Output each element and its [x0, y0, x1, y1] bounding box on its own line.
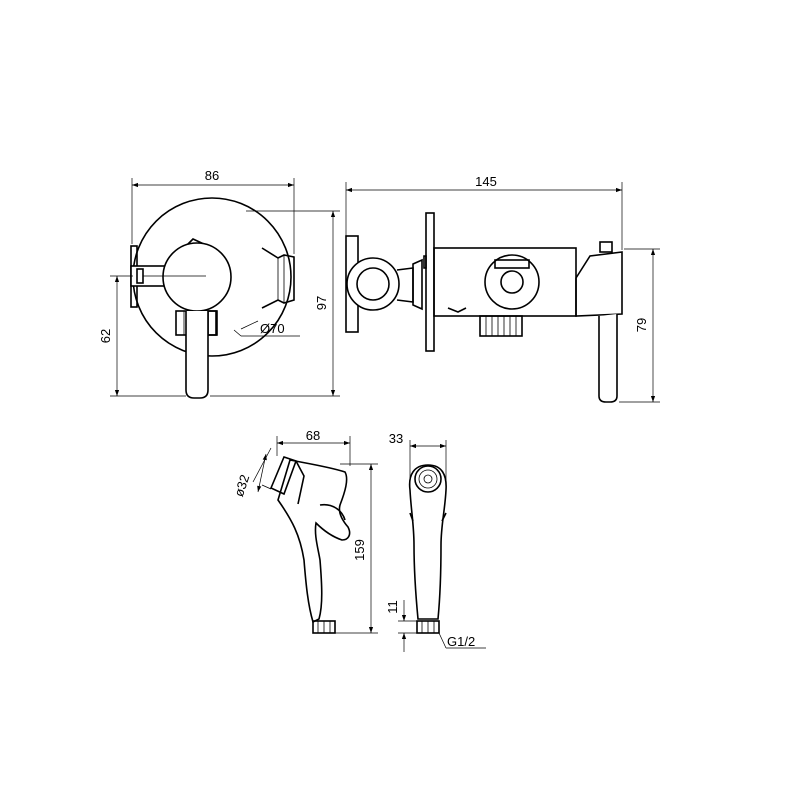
dim-plate-diameter: Ø70	[260, 321, 285, 336]
handle-ring	[346, 257, 400, 311]
dim-spray-width: 33	[389, 431, 403, 446]
side-lever-head	[575, 251, 623, 317]
side-lever-handle	[598, 314, 618, 403]
dim-front-lower: 62	[98, 329, 113, 343]
dim-spray-head-diameter: ø32	[231, 473, 252, 499]
dim-spray-thread-length: 11	[385, 600, 400, 614]
lever-handle	[185, 311, 209, 399]
front-view: 86 97 62 Ø70	[98, 168, 340, 399]
dim-spray-thread: G1/2	[447, 634, 475, 649]
spray-nozzle-face	[414, 465, 442, 493]
side-wall-plate	[425, 212, 435, 352]
spray-side-view: 68 ø32 159	[231, 428, 378, 634]
side-view: 145 79	[345, 174, 660, 403]
spray-front-body	[408, 464, 447, 620]
dim-side-height: 79	[634, 318, 649, 332]
dim-front-width: 86	[205, 168, 219, 183]
spray-front-view: 33 11 G1/2	[385, 431, 486, 652]
spray-head	[269, 456, 298, 496]
dim-spray-length: 68	[306, 428, 320, 443]
spray-body	[277, 459, 351, 624]
dim-spray-height: 159	[352, 539, 367, 561]
body-thread	[479, 315, 523, 337]
body-holder-ring	[484, 254, 540, 310]
dim-side-length: 145	[475, 174, 497, 189]
lever-body	[162, 242, 232, 312]
dim-front-height: 97	[314, 296, 329, 310]
spray-holder	[261, 247, 295, 309]
valve-body	[433, 247, 577, 317]
